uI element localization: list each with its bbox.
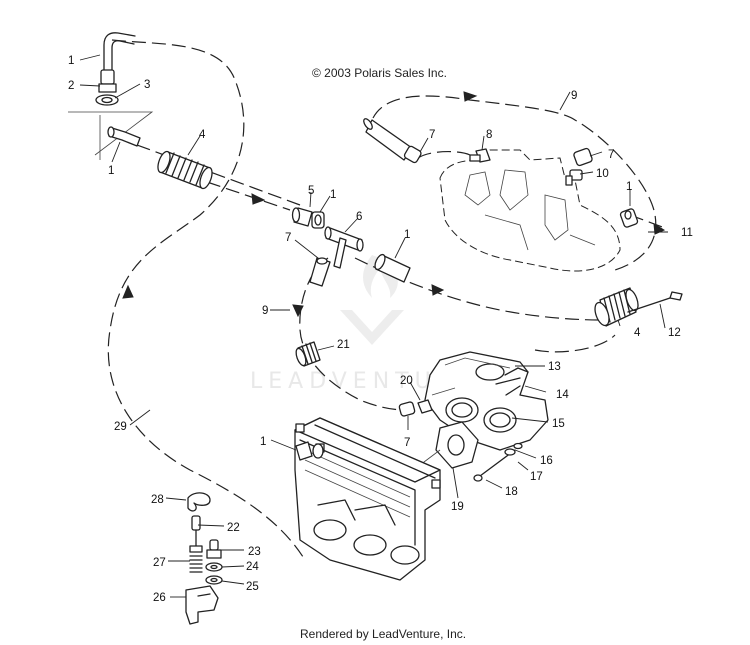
left-pipe <box>107 126 141 147</box>
bolt-18 <box>473 442 523 482</box>
footer-credit: Rendered by LeadVenture, Inc. <box>300 627 466 641</box>
callout-labels: 1 2 3 4 1 5 1 6 7 1 8 7 9 10 1 11 7 1 9 … <box>68 55 693 604</box>
callout-12: 12 <box>668 327 681 339</box>
callout-13: 13 <box>548 361 561 373</box>
callout-16: 16 <box>540 455 553 467</box>
callout-1-top: 1 <box>68 55 74 67</box>
studs-13-14 <box>495 367 529 396</box>
sensor-stack <box>185 492 223 625</box>
callout-23: 23 <box>248 546 261 558</box>
callout-26: 26 <box>153 592 166 604</box>
fitting-1-right <box>619 208 639 228</box>
callout-10: 10 <box>596 168 609 180</box>
callout-7-upper: 7 <box>429 129 435 141</box>
engine-cylinder-block <box>294 417 441 581</box>
temperature-probe-12 <box>627 291 683 313</box>
callout-29: 29 <box>114 421 127 433</box>
callout-4-left: 4 <box>199 129 206 141</box>
callout-22: 22 <box>227 522 240 534</box>
fitting-7-right <box>565 147 593 186</box>
callout-18: 18 <box>505 486 518 498</box>
callout-25: 25 <box>246 581 259 593</box>
callout-27: 27 <box>153 557 166 569</box>
callout-3: 3 <box>144 79 150 91</box>
callout-24: 24 <box>246 561 259 573</box>
upper-hose-7 <box>363 118 422 164</box>
callout-6: 6 <box>356 211 362 223</box>
leader-lines <box>79 54 668 598</box>
callout-7-center: 7 <box>285 232 291 244</box>
callout-1-engine: 1 <box>260 436 266 448</box>
callout-1-center: 1 <box>404 229 410 241</box>
callout-2: 2 <box>68 80 74 92</box>
callout-1-right: 1 <box>626 181 632 193</box>
fitting-20 <box>398 399 433 417</box>
callout-11: 11 <box>681 227 693 239</box>
gasket-19 <box>419 421 479 469</box>
callout-7-right: 7 <box>608 149 614 161</box>
callout-9-top: 9 <box>571 90 577 102</box>
callout-1-sleeve: 1 <box>330 189 336 201</box>
hose-routing <box>107 39 666 561</box>
sleeve-5 <box>291 207 325 229</box>
callout-15: 15 <box>552 418 565 430</box>
callout-4-right: 4 <box>634 327 641 339</box>
fitting-8 <box>469 148 491 163</box>
callout-17: 17 <box>530 471 543 483</box>
top-left-fitting <box>95 32 136 106</box>
callout-9-center: 9 <box>262 305 268 317</box>
callout-21: 21 <box>337 339 350 351</box>
cylinder-head-ghost <box>439 149 621 272</box>
callout-19: 19 <box>451 501 464 513</box>
fitting-21 <box>295 341 321 367</box>
bulkhead-lines <box>68 111 154 160</box>
engine-fitting-1 <box>295 441 324 461</box>
callout-28: 28 <box>151 494 164 506</box>
left-bellows <box>157 150 213 190</box>
callout-1-left-pipe: 1 <box>108 165 114 177</box>
callout-20: 20 <box>400 375 413 387</box>
flow-arrows <box>122 91 666 318</box>
callout-7-lower: 7 <box>404 437 410 449</box>
copyright-text: © 2003 Polaris Sales Inc. <box>312 66 447 80</box>
callout-14: 14 <box>556 389 569 401</box>
callout-8: 8 <box>486 129 492 141</box>
hose-7-center <box>309 253 411 287</box>
callout-5: 5 <box>308 185 314 197</box>
tee-fitting-6 <box>324 226 364 269</box>
right-bellows <box>594 287 639 327</box>
